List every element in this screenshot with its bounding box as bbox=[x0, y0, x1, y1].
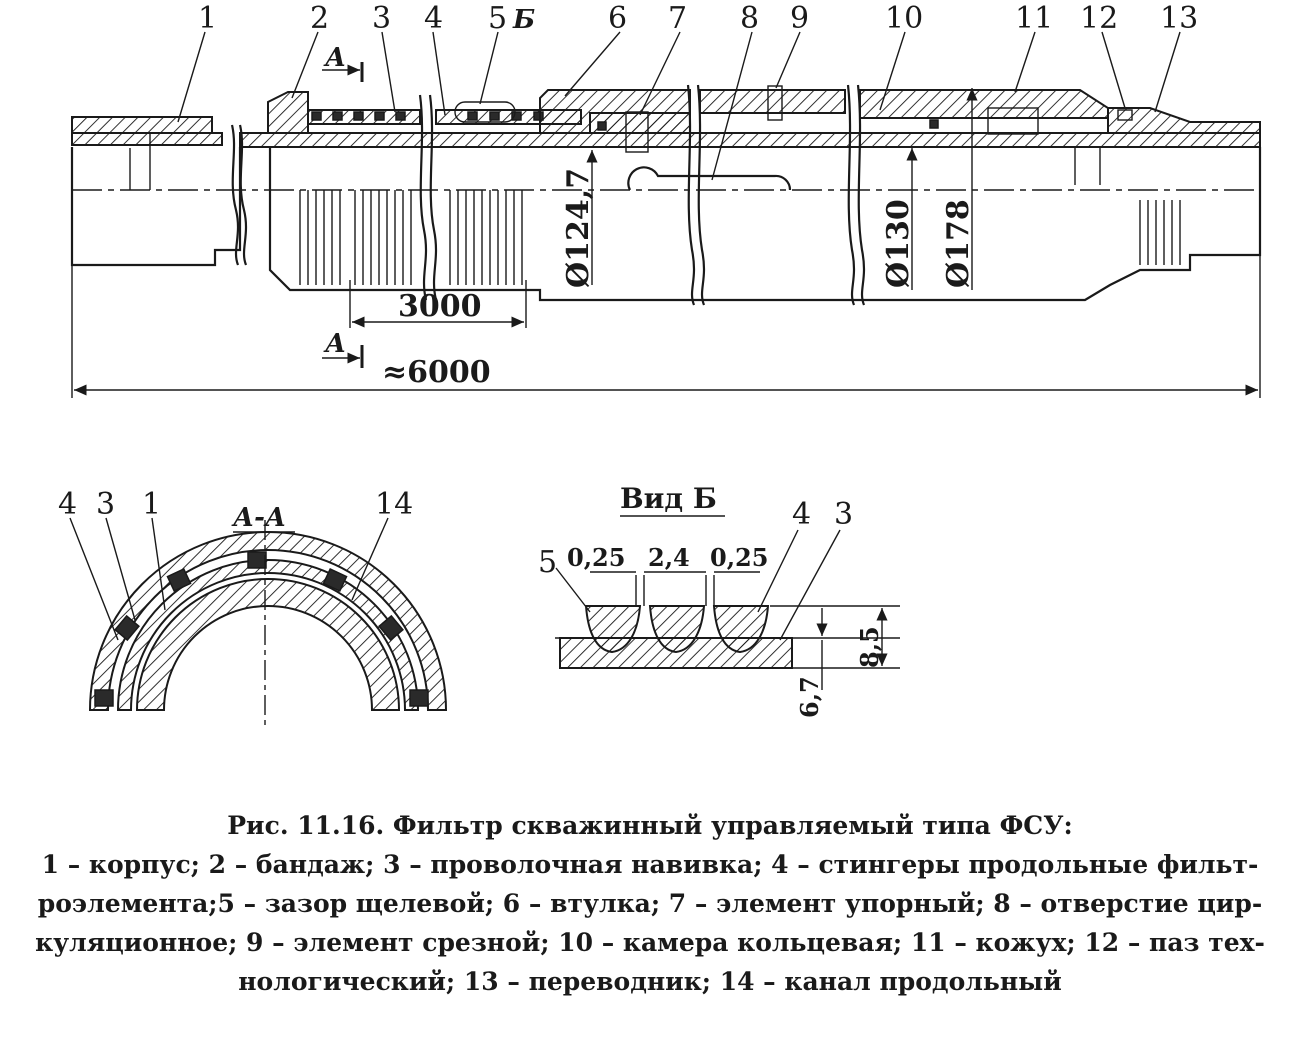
adapter-13 bbox=[1107, 107, 1261, 134]
section-aa-title: А-А bbox=[231, 503, 286, 533]
body-lower-outline bbox=[70, 147, 1262, 302]
section-leaders bbox=[69, 517, 389, 641]
casing-11 bbox=[699, 89, 846, 114]
caption-line-1: 1 – корпус; 2 – бандаж; 3 – проволочная … bbox=[41, 850, 1259, 879]
break-lines bbox=[230, 84, 866, 306]
wire-ribs bbox=[311, 111, 544, 121]
dim-d130: Ø130 bbox=[881, 199, 916, 288]
caption-line-3: куляционное; 9 – элемент срезной; 10 – к… bbox=[35, 928, 1265, 957]
figure-caption: Рис. 11.16. Фильтр скважинный управляемы… bbox=[20, 806, 1280, 1001]
section-mark-b: Б bbox=[512, 5, 535, 35]
dim-d124: Ø124,7 bbox=[561, 168, 596, 288]
dim-3000: 3000 bbox=[349, 280, 527, 328]
svg-text:А: А bbox=[323, 43, 346, 73]
caption-title: Рис. 11.16. Фильтр скважинный управляемы… bbox=[227, 811, 1073, 840]
callout-8: 8 bbox=[740, 1, 759, 36]
dim-h-8-5: 8,5 bbox=[855, 626, 884, 668]
bandage-2 bbox=[267, 91, 309, 134]
dim-6000: ≈6000 bbox=[71, 255, 1261, 398]
view-b: Вид Б 0,25 2,4 0,25 bbox=[538, 482, 900, 718]
leader-lines bbox=[177, 31, 1181, 181]
callout-3: 3 bbox=[372, 1, 391, 36]
casing-11b bbox=[859, 89, 1109, 119]
section-mark-a-top: А bbox=[322, 43, 364, 82]
seal bbox=[929, 119, 939, 129]
pipe-end-left bbox=[71, 132, 223, 146]
callout-7: 7 bbox=[668, 1, 687, 36]
view-b-callout-5: 5 bbox=[538, 545, 557, 580]
inner-body bbox=[135, 578, 401, 711]
svg-text:3000: 3000 bbox=[398, 289, 482, 324]
view-b-callout-3: 3 bbox=[834, 497, 853, 532]
thread-lines bbox=[129, 133, 1181, 265]
body-wall-main bbox=[239, 132, 1261, 148]
view-b-callout-4: 4 bbox=[792, 497, 811, 532]
caption-line-4: нологический; 13 – переводник; 14 – кана… bbox=[238, 967, 1062, 996]
dim-h-6-7: 6,7 bbox=[795, 676, 824, 718]
slot-gap-5 bbox=[454, 101, 516, 123]
callout-1: 1 bbox=[198, 1, 217, 36]
callout-9: 9 bbox=[790, 1, 809, 36]
dim-d178: Ø178 bbox=[941, 199, 976, 288]
callout-10: 10 bbox=[885, 1, 923, 36]
dim-gap-0-25-left: 0,25 bbox=[567, 543, 625, 572]
callout-6: 6 bbox=[608, 1, 627, 36]
callout-2: 2 bbox=[310, 1, 329, 36]
filter-ribs bbox=[299, 190, 523, 285]
view-b-ext bbox=[559, 571, 900, 690]
section-callout-3: 3 bbox=[96, 487, 115, 522]
technical-drawing: 1 2 3 4 5 6 7 8 9 10 11 12 13 А Б А Ø124… bbox=[58, 1, 1262, 730]
section-callout-1: 1 bbox=[142, 487, 161, 522]
caption-line-2: роэлемента;5 – зазор щелевой; 6 – втулка… bbox=[37, 889, 1263, 918]
shear-element-9 bbox=[767, 85, 783, 121]
stop-element-7 bbox=[625, 111, 649, 153]
view-b-title: Вид Б bbox=[620, 482, 717, 515]
section-callout-14: 14 bbox=[375, 487, 413, 522]
svg-text:≈6000: ≈6000 bbox=[382, 355, 491, 390]
body-wall-left bbox=[71, 116, 213, 134]
callout-5: 5 bbox=[488, 1, 507, 36]
section-aa: А-А 4 3 1 14 bbox=[58, 487, 448, 730]
nut-12 bbox=[987, 107, 1039, 135]
stingers-ring bbox=[94, 551, 429, 707]
view-b-leaders bbox=[555, 529, 841, 641]
callout-11: 11 bbox=[1015, 1, 1053, 36]
groove-12 bbox=[1117, 109, 1133, 121]
section-callout-4: 4 bbox=[58, 487, 77, 522]
wire-profiles bbox=[584, 605, 770, 654]
seal bbox=[597, 121, 607, 131]
dim-gap-0-25-right: 0,25 bbox=[710, 543, 768, 572]
section-mark-a-bottom: А bbox=[322, 329, 364, 368]
callout-4: 4 bbox=[424, 1, 443, 36]
circulation-hole-8 bbox=[627, 166, 792, 191]
callout-13: 13 bbox=[1160, 1, 1198, 36]
main-view: 1 2 3 4 5 6 7 8 9 10 11 12 13 А Б А Ø124… bbox=[70, 1, 1262, 398]
dim-gap-2-4: 2,4 bbox=[648, 543, 690, 572]
callout-12: 12 bbox=[1080, 1, 1118, 36]
svg-text:А: А bbox=[323, 329, 346, 359]
